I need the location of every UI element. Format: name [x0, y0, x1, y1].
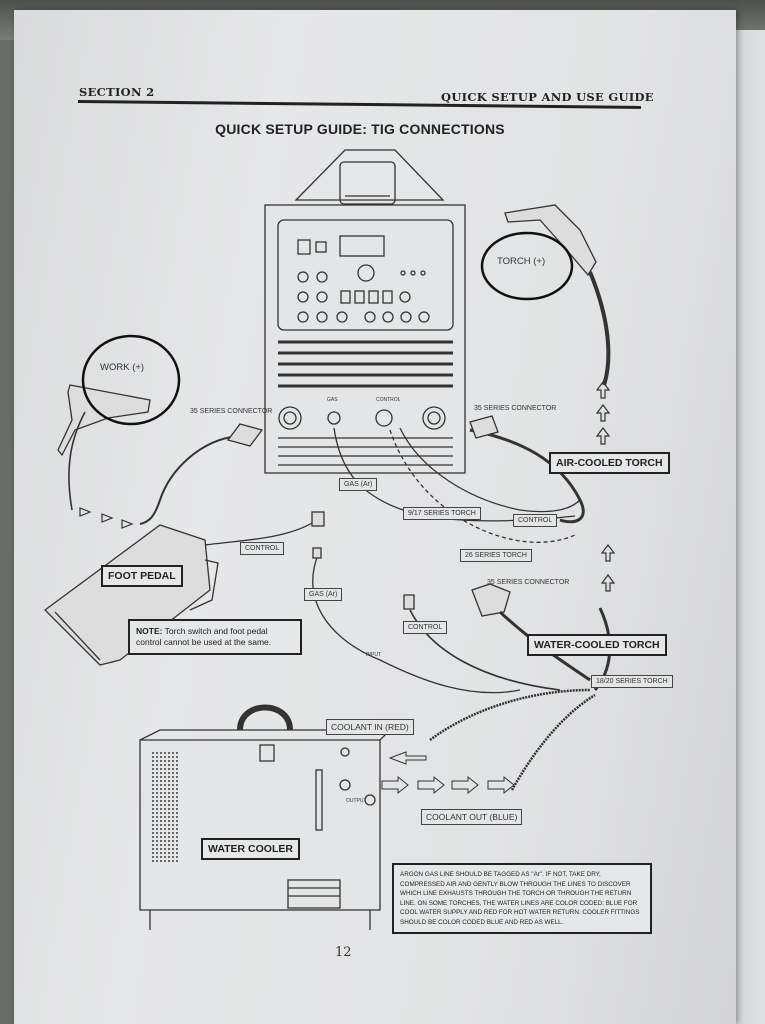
note-text: Torch switch and foot pedal control cann… [136, 626, 272, 647]
right-connector-label: 35 SERIES CONNECTOR [474, 405, 557, 412]
control-label-3: CONTROL [403, 621, 448, 634]
argon-note: ARGON GAS LINE SHOULD BE TAGGED AS "Ar".… [392, 863, 652, 934]
air-cooled-torch [469, 204, 611, 524]
water-cooled-torch-label: WATER-COOLED TORCH [527, 634, 667, 656]
section-header: SECTION 2 [79, 85, 155, 99]
work-marker-circle [81, 334, 181, 426]
work-handwritten-label: WORK (+) [100, 362, 145, 373]
water-connector-label: 35 SERIES CONNECTOR [487, 579, 570, 586]
panel-gas-label: GAS [327, 397, 338, 403]
control-label-2: CONTROL [240, 542, 285, 555]
guide-header: QUICK SETUP AND USE GUIDE [441, 90, 654, 104]
page-number: 12 [335, 945, 352, 960]
note-prefix: NOTE: [136, 626, 163, 636]
work-clamp [57, 384, 151, 511]
coolant-in-label: COOLANT IN (RED) [326, 719, 414, 735]
water-cooler-drawing [139, 704, 392, 930]
coolant-out-label: COOLANT OUT (BLUE) [421, 809, 523, 825]
torch-marker-circle [480, 231, 574, 301]
welder-machine [264, 149, 466, 474]
left-connector-label: 35 SERIES CONNECTOR [190, 408, 273, 415]
water-cooled-torch [403, 583, 612, 791]
series-26-label: 26 SERIES TORCH [460, 549, 532, 562]
gas-ar-label-2: GAS (Ar) [304, 588, 343, 601]
series-917-label: 9/17 SERIES TORCH [403, 507, 481, 520]
water-cooler-label: WATER COOLER [201, 838, 300, 860]
air-cooled-torch-label: AIR-COOLED TORCH [549, 452, 670, 474]
cooler-vents [150, 752, 178, 862]
torch-handwritten-label: TORCH (+) [497, 256, 546, 267]
note-box: NOTE: Torch switch and foot pedal contro… [128, 619, 302, 655]
page-title: QUICK SETUP GUIDE: TIG CONNECTIONS [215, 121, 505, 137]
cooler-input-label: INPUT [366, 652, 381, 658]
series-1820-label: 18/20 SERIES TORCH [591, 675, 673, 688]
cooler-output-label: OUTPUT [346, 798, 367, 804]
control-label-1: CONTROL [513, 514, 558, 527]
gas-ar-label-1: GAS (Ar) [339, 478, 378, 491]
foot-pedal-drawing [44, 511, 325, 666]
panel-control-label: CONTROL [376, 397, 401, 403]
foot-pedal-label: FOOT PEDAL [101, 565, 183, 587]
